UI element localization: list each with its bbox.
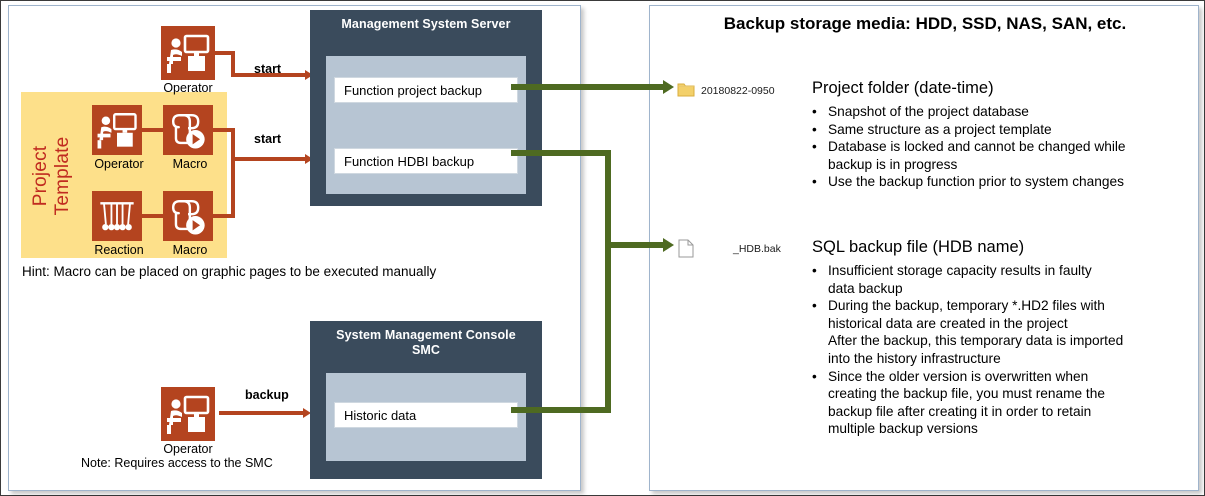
bullet-continuation: data backup [828, 280, 903, 296]
bullet-text: Database is locked and cannot be changed… [828, 139, 1126, 155]
smc-title-line1: System Management Console [336, 328, 516, 342]
reaction-icon: Reaction [90, 189, 144, 257]
bullet-text: Snapshot of the project database [828, 104, 1029, 119]
bullet-text: Insufficient storage capacity results in… [828, 263, 1092, 278]
bullet-text: During the backup, temporary *.HD2 files… [828, 298, 1105, 314]
arrow-head-start1 [305, 70, 313, 80]
sql-file-name-label: _HDB.bak [733, 243, 781, 255]
connector-backup-line [219, 411, 305, 415]
smc-console: System Management Console SMC Historic d… [310, 321, 542, 479]
green-arrow-head-file [663, 238, 674, 252]
bullet-item: • Insufficient storage capacity results i… [812, 262, 1192, 280]
bullet-item: • Since the older version is overwritten … [812, 368, 1192, 386]
right-panel: Backup storage media: HDD, SSD, NAS, SAN… [649, 5, 1199, 491]
green-connector-to-file [605, 242, 666, 248]
operator-caption-top: Operator [163, 81, 213, 95]
connector-macro-top-out [213, 128, 235, 132]
macro-caption-top: Macro [172, 157, 208, 171]
hint-text: Hint: Macro can be placed on graphic pag… [22, 264, 437, 279]
bullet-continuation: backup is in progress [828, 156, 958, 172]
bullet-dot: • [812, 263, 817, 278]
operator-icon-top: Operator [161, 26, 215, 95]
bullet-item: • Same structure as a project template [812, 121, 1192, 139]
connector-macro-spine [231, 128, 235, 218]
bullet-continuation: backup file after creating it in order t… [828, 403, 1092, 419]
operator-icon-template: Operator [90, 103, 144, 171]
connector-reaction-macro [142, 214, 163, 218]
bullet-text: Use the backup function prior to system … [828, 174, 1124, 190]
connector-start2-line [231, 157, 307, 161]
green-arrow-head-project-backup [663, 80, 674, 94]
function-project-backup[interactable]: Function project backup [334, 77, 518, 103]
bullet-continuation: into the history infrastructure [828, 350, 1001, 366]
connector-operator-macro [142, 128, 163, 132]
operator-icon-bottom: Operator [161, 387, 215, 456]
bullet-dot: • [812, 174, 817, 190]
file-icon [678, 239, 694, 258]
green-connector-historic-data [511, 407, 611, 413]
bullet-dot: • [812, 139, 817, 155]
management-server-title: Management System Server [341, 17, 511, 31]
bullet-item: • During the backup, temporary *.HD2 file… [812, 297, 1192, 315]
arrow-head-start2 [305, 154, 313, 164]
green-connector-hdbi-backup [511, 150, 611, 156]
connector-start1-line [231, 73, 307, 77]
bullet-dot: • [812, 121, 817, 137]
operator-caption-template: Operator [94, 157, 144, 171]
connector-top-spine [231, 51, 235, 76]
project-folder-bullets: • Snapshot of the project database • Same s… [812, 103, 1192, 191]
project-folder-heading: Project folder (date-time) [812, 79, 994, 97]
connector-macro-bottom-out [213, 214, 235, 218]
green-connector-spine [605, 150, 611, 413]
project-template-label: Project Template [30, 136, 73, 216]
arrow-label-start-2: start [254, 132, 282, 146]
smc-title-line2: SMC [411, 343, 441, 357]
bullet-item: • Use the backup function prior to system… [812, 173, 1192, 191]
bullet-dot: • [812, 368, 817, 384]
arrow-label-start-1: start [254, 62, 282, 76]
folder-icon [677, 82, 695, 98]
bullet-item: • Snapshot of the project database [812, 103, 1192, 121]
function-hdbi-backup[interactable]: Function HDBI backup [334, 148, 518, 174]
management-system-server: Management System Server Function projec… [310, 10, 542, 206]
folder-name-label: 20180822-0950 [701, 85, 775, 97]
macro-icon-bottom: Macro [161, 189, 215, 257]
arrow-label-backup: backup [245, 388, 289, 402]
bullet-item: • Database is locked and cannot be change… [812, 138, 1192, 156]
sql-backup-heading: SQL backup file (HDB name) [812, 238, 1025, 256]
bullet-continuation: multiple backup versions [828, 421, 978, 437]
bullet-continuation: After the backup, this temporary data is… [828, 333, 1124, 349]
arrow-head-backup [303, 408, 311, 418]
left-panel: Project Template Operator [8, 5, 581, 491]
bullet-continuation: creating the backup file, you must renam… [828, 386, 1105, 402]
green-connector-project-backup [511, 84, 666, 90]
connector-top-operator-out [213, 51, 235, 55]
macro-icon-top: Macro [161, 103, 215, 171]
sql-backup-bullets: • Insufficient storage capacity results i… [812, 262, 1192, 438]
note-text: Note: Requires access to the SMC [81, 456, 273, 470]
bullet-text: Since the older version is overwritten w… [828, 368, 1089, 384]
bullet-continuation: historical data are created in the proje… [828, 315, 1068, 331]
bullet-text: Same structure as a project template [828, 121, 1052, 137]
function-historic-data[interactable]: Historic data [334, 402, 518, 428]
macro-caption-bottom: Macro [172, 243, 208, 257]
bullet-dot: • [812, 298, 817, 314]
right-panel-title: Backup storage media: HDD, SSD, NAS, SAN… [723, 14, 1127, 33]
bullet-dot: • [812, 104, 817, 119]
operator-caption-bottom: Operator [163, 442, 213, 456]
reaction-caption: Reaction [94, 243, 144, 257]
